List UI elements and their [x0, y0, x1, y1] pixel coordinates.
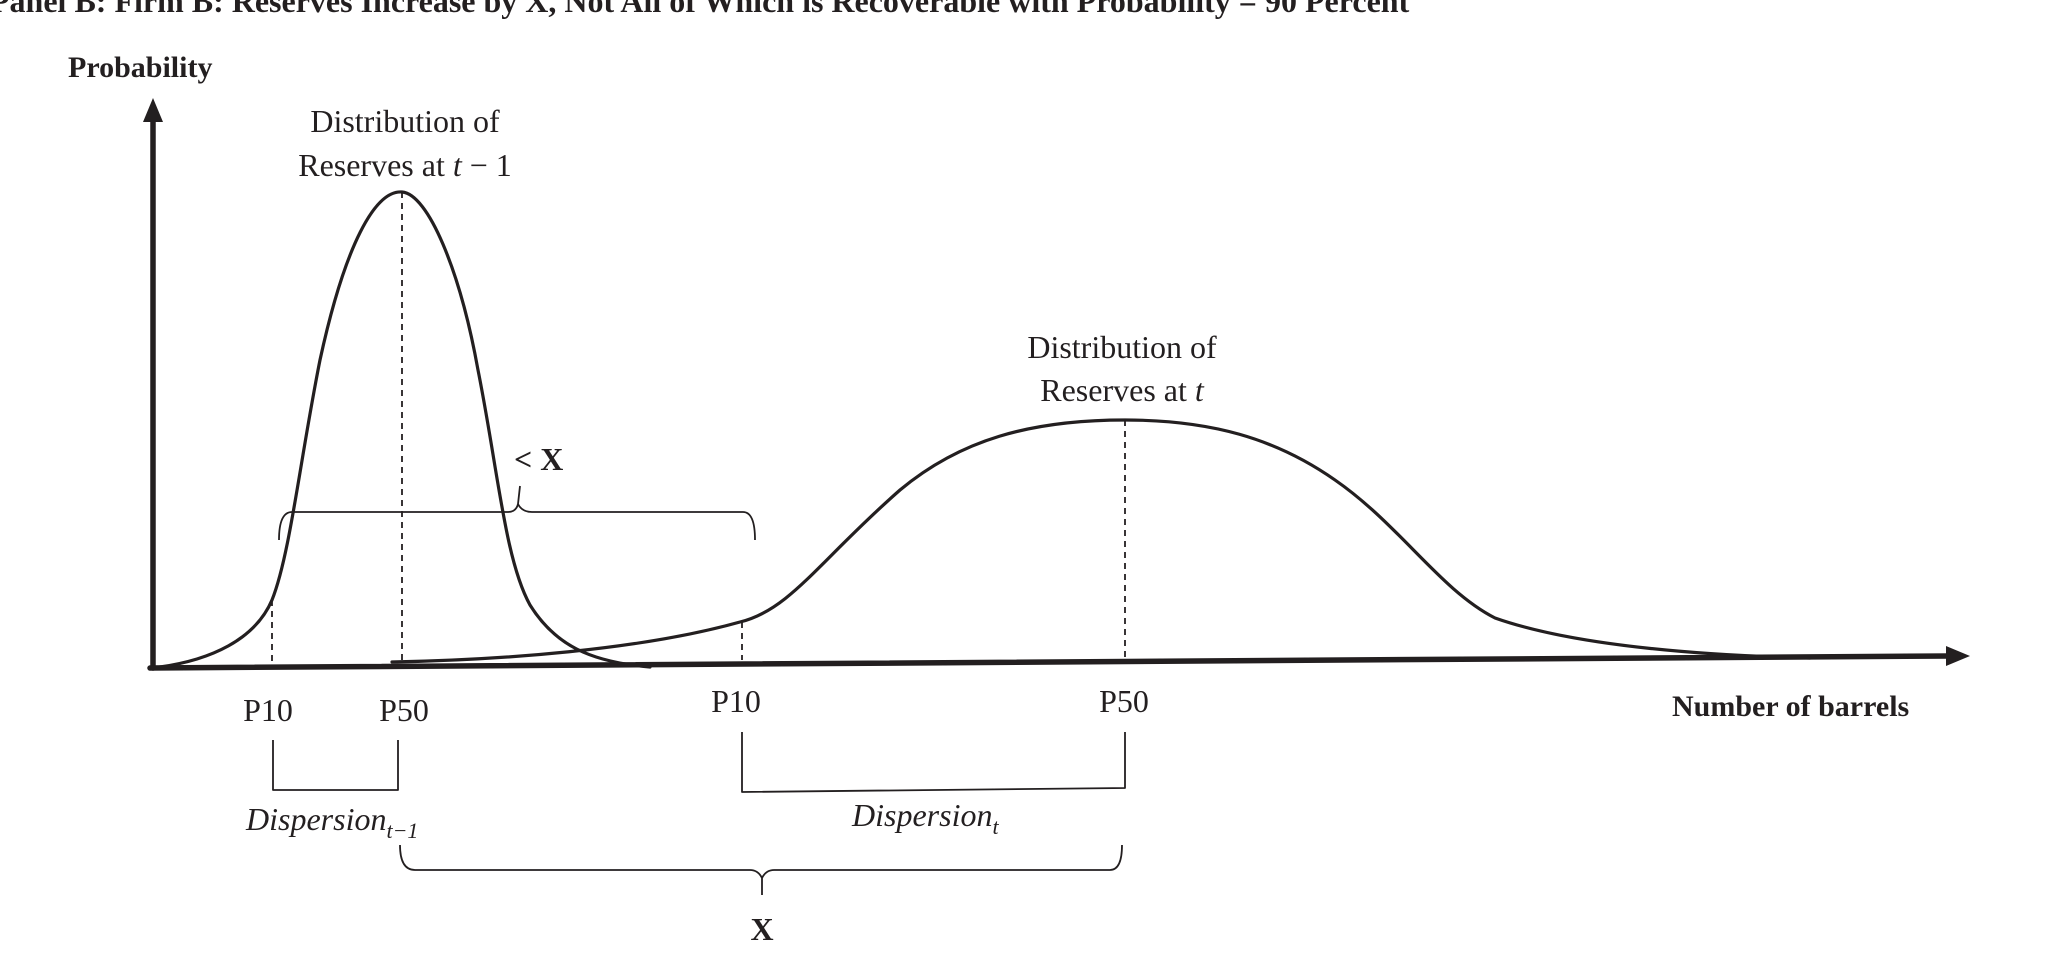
less-than-x-brace — [278, 485, 756, 541]
prior-p50-label: P50 — [379, 692, 429, 728]
current-dispersion-bracket — [741, 732, 1126, 793]
prior-p10-label: P10 — [243, 692, 293, 728]
current-p50-label: P50 — [1099, 683, 1149, 719]
panel-title: Panel B: Firm B: Reserves Increase by X,… — [0, 0, 1410, 19]
current-dispersion-label: Dispersiont — [851, 797, 999, 839]
y-axis-arrowhead — [143, 98, 163, 122]
prior-distribution-label-line1: Distribution of — [310, 103, 500, 139]
prior-dispersion-label: Dispersiont−1 — [245, 801, 418, 843]
x-brace — [399, 844, 1123, 895]
prior-dispersion-bracket — [272, 740, 399, 791]
y-axis-label: Probability — [68, 51, 212, 84]
axes — [143, 98, 1970, 671]
less-than-x-label: < X — [514, 441, 563, 477]
current-p10-label: P10 — [711, 683, 761, 719]
x-axis — [147, 653, 1953, 671]
current-distribution-label-line1: Distribution of — [1027, 329, 1217, 365]
x-brace-label: X — [750, 911, 773, 947]
current-distribution-curve — [390, 418, 1812, 664]
x-axis-label: Number of barrels — [1672, 690, 1909, 723]
current-distribution-label-line2: Reserves at t — [1040, 372, 1205, 408]
x-axis-arrowhead — [1946, 646, 1970, 666]
prior-distribution-label-line2: Reserves at t − 1 — [298, 147, 512, 183]
prior-distribution-curve — [158, 190, 652, 669]
